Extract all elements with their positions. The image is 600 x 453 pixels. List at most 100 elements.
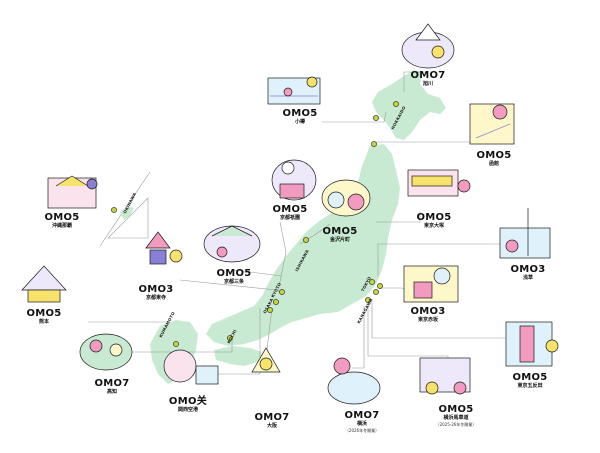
pin-kyoto [279,289,285,295]
pin-asahikawa [393,101,399,107]
location-pins [111,101,399,347]
pin-naha [111,207,117,213]
hotel-naha[interactable]: OMO5 沖縄那覇 [44,212,79,230]
illustration-naha [47,175,98,209]
pin-kanazawa [303,237,309,243]
pin-tokyo-2 [377,283,383,289]
illustration-gotanda [505,321,559,367]
hotel-brand: OMO7 [410,70,446,81]
illustration-kochi [79,333,133,371]
illustration-kansai [163,349,219,385]
hotel-kanazawa[interactable]: OMO5 金沢片町 [322,226,357,244]
hotel-name: 熊本 [38,319,49,325]
hotel-brand: OMO5 [438,404,474,415]
hotel-yokohama[interactable]: OMO7 横浜 （2026年冬開業） [344,410,379,433]
hotel-brand: OMO5 [216,268,252,279]
hotel-name: 東京五反田 [517,383,543,389]
hotel-name: 小樽 [294,119,305,125]
pin-kanagawa [365,297,371,303]
pin-kumamoto [173,341,179,347]
hotel-name: 関西空港 [177,407,198,413]
hotel-otsuka[interactable]: OMO5 東京大塚 [416,212,451,230]
leader-lines [88,71,520,382]
line-otsuka [376,212,421,223]
hotel-opening-note: （2025-26年冬開業） [435,422,477,427]
shikoku-land [214,346,262,366]
illustration-kanazawa [321,179,371,217]
hotel-name: 浅草 [522,275,533,281]
hotel-bashamichi[interactable]: OMO5 横浜馬車道 （2025-26年冬開業） [436,404,477,427]
illustration-bashamichi [419,357,471,395]
hotel-brand: OMO5 [26,308,62,319]
illustration-yokohama [327,357,381,405]
line-yokohama [352,306,365,369]
illustration-toji [145,231,183,265]
hotel-brand: OMO3 [410,306,446,317]
pin-tokyo-1 [369,279,375,285]
line-gotanda [371,300,520,339]
pin-tokyo-3 [373,289,379,295]
hotel-name: 横浜 [356,421,367,427]
illustration-asahikawa [401,23,455,69]
line-toji [179,279,277,291]
hotel-akasaka[interactable]: OMO3 東京赤坂 [410,306,445,324]
hotel-asahikawa[interactable]: OMO7 旭川 [410,70,445,88]
hotel-brand: OMO5 [272,204,308,215]
illustration-kumamoto [21,265,67,303]
hotel-otaru[interactable]: OMO5 小樽 [282,108,317,126]
hotel-kumamoto[interactable]: OMO5 熊本 [26,308,61,326]
hokkaido-land [372,70,446,140]
hotel-name: 沖縄那覇 [51,223,72,229]
pin-osaka-2 [267,307,273,313]
hotel-sanjo[interactable]: OMO5 京都三条 [216,268,251,286]
hotel-name: 東京赤坂 [417,317,438,323]
hotel-name: 大阪 [266,423,277,429]
okinawa-land [120,206,134,220]
pin-otaru [373,115,379,121]
hotel-brand: OMO7 [254,412,290,423]
hotel-toji[interactable]: OMO3 京都東寺 [138,284,173,302]
illustration-gion [271,159,317,201]
illustration-otaru [267,76,321,105]
pin-kochi [227,335,233,341]
hotel-brand: OMO5 [44,212,80,223]
hotel-opening-note: （2026年冬開業） [344,428,380,433]
hotel-name: 京都東寺 [145,295,166,301]
line-gion [277,221,287,293]
hotel-gotanda[interactable]: OMO5 東京五反田 [512,372,547,390]
hotel-brand: OMO7 [94,378,130,389]
hotel-asakusa[interactable]: OMO3 浅草 [510,264,545,282]
hotel-brand: OMO7 [344,410,380,421]
hotel-hakodate[interactable]: OMO5 函館 [476,150,511,168]
hotel-name: 金沢片町 [329,237,350,243]
line-asakusa [377,243,500,276]
illustration-osaka [251,347,281,373]
illustration-akasaka [403,265,459,303]
hotel-gion[interactable]: OMO5 京都祇園 [272,204,307,222]
hotel-name: 横浜馬車道 [443,415,469,421]
honshu-land [206,144,400,346]
hotel-name: 旭川 [422,81,433,87]
hotel-name: 高知 [106,389,117,395]
okinawa-inset-frame [107,197,149,239]
hotel-illustrations [21,23,559,405]
hotel-brand: OMO5 [512,372,548,383]
line-kochi [114,340,233,353]
pin-osaka-1 [273,299,279,305]
hotel-brand: OMO5 [416,212,452,223]
hotel-osaka[interactable]: OMO7 大阪 [254,412,289,430]
hotel-kochi[interactable]: OMO7 高知 [94,378,129,396]
hotel-name: 函館 [488,161,499,167]
line-sanjo [233,269,283,277]
line-otaru [322,111,387,123]
hotel-brand: OMO5 [282,108,318,119]
line-asahikawa [403,71,428,92]
illustration-otsuka [407,169,471,197]
hotel-kansai[interactable]: OMO关 関西空港 [169,396,207,414]
illustration-hakodate [469,103,515,145]
pin-hakodate [371,141,377,147]
hotel-brand: OMO5 [476,150,512,161]
hotel-brand: OMO关 [168,396,208,407]
